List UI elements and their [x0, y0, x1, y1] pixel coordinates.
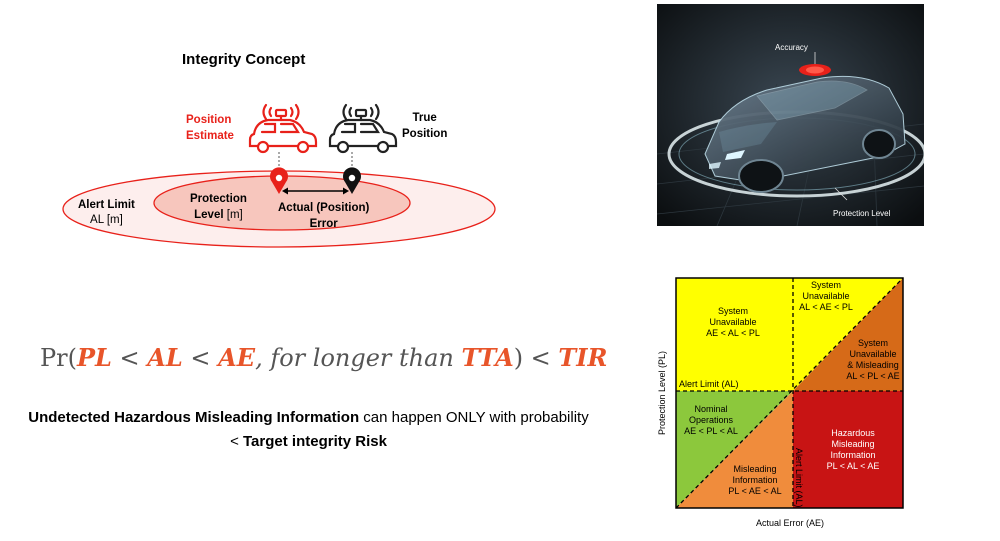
- region-misleading: [676, 391, 793, 508]
- label-sys-unavail-top-1: System: [811, 280, 841, 290]
- label-misleading-3: PL < AE < AL: [728, 486, 781, 496]
- label-hazardous-2: Misleading: [831, 439, 874, 449]
- region-hazardous: [793, 391, 903, 508]
- label-nominal-1: Nominal: [694, 404, 727, 414]
- label-sys-unavail-misleading-1: System: [858, 338, 888, 348]
- integrity-concept-diagram: [62, 103, 496, 248]
- label-nominal-3: AE < PL < AL: [684, 426, 738, 436]
- label-hazardous-4: PL < AL < AE: [827, 461, 880, 471]
- car-protection-photo: Accuracy Protection Level: [657, 4, 924, 226]
- alert-limit-h-label: Alert Limit (AL): [679, 379, 739, 389]
- label-sys-unavail-top-2: Unavailable: [802, 291, 849, 301]
- label-sys-unavail-misleading-4: AL < PL < AE: [846, 371, 899, 381]
- concept-title: Integrity Concept: [182, 51, 306, 68]
- label-hazardous-3: Information: [830, 450, 875, 460]
- label-sys-unavail-misleading-3: & Misleading: [847, 360, 899, 370]
- label-sys-unavail-misleading-2: Unavailable: [849, 349, 896, 359]
- x-axis-title: Actual Error (AE): [756, 518, 824, 528]
- accuracy-label: Accuracy: [775, 43, 808, 52]
- label-sys-unavail-left-3: AE < AL < PL: [706, 328, 760, 338]
- label-sys-unavail-left-1: System: [718, 306, 748, 316]
- alert-limit-label: Alert Limit AL [m]: [78, 199, 135, 226]
- alert-limit-v-label: Alert Limit (AL): [794, 448, 804, 508]
- position-estimate-label: Position Estimate: [186, 114, 234, 142]
- region-sys-unavail-left: [676, 278, 793, 391]
- true-pin-icon: [343, 167, 361, 194]
- protection-level-label: Protection Level [m]: [190, 193, 247, 221]
- label-sys-unavail-left-2: Unavailable: [709, 317, 756, 327]
- integrity-quadrant-diagram: System Unavailable AE < AL < PL System U…: [645, 268, 990, 536]
- label-sys-unavail-top-3: AL < AE < PL: [799, 302, 853, 312]
- estimated-car-icon: [248, 103, 318, 154]
- label-misleading-2: Information: [732, 475, 777, 485]
- label-misleading-1: Misleading: [733, 464, 776, 474]
- label-hazardous-1: Hazardous: [831, 428, 875, 438]
- label-nominal-2: Operations: [689, 415, 734, 425]
- error-arrow: [282, 187, 349, 195]
- true-car-icon: [328, 103, 398, 154]
- y-axis-title: Protection Level (PL): [657, 351, 667, 435]
- integrity-formula: Pr(PL < AL < AE, for longer than TTA) < …: [40, 343, 608, 372]
- integrity-statement: Undetected Hazardous Misleading Informat…: [28, 409, 589, 450]
- protection-level-photo-label: Protection Level: [833, 209, 891, 218]
- estimate-pin-icon: [270, 167, 288, 194]
- actual-error-label: Actual (Position) Error: [278, 202, 370, 230]
- true-position-label: True Position: [402, 112, 448, 140]
